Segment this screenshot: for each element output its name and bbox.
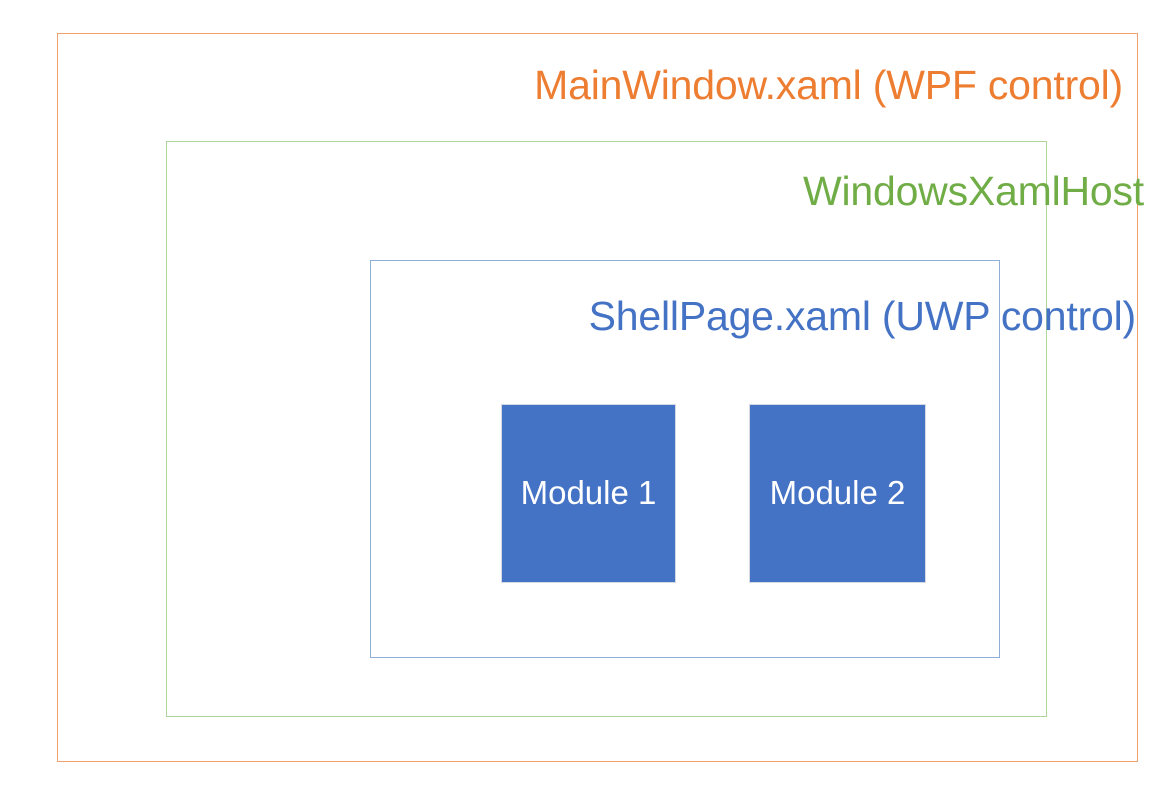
module-box-2: Module 2 [749,404,926,583]
layer-shell-page [370,260,1000,658]
layer-windows-xaml-host [166,141,1047,717]
layer-label-windows-xaml-host: WindowsXamlHost [802,168,1144,214]
module-label-2: Module 2 [769,474,906,512]
module-box-1: Module 1 [501,404,676,583]
layer-main-window [57,33,1138,762]
layer-label-main-window: MainWindow.xaml (WPF control) [534,62,1123,108]
layer-label-shell-page: ShellPage.xaml (UWP control) [588,293,1137,339]
module-label-1: Module 1 [520,474,657,512]
